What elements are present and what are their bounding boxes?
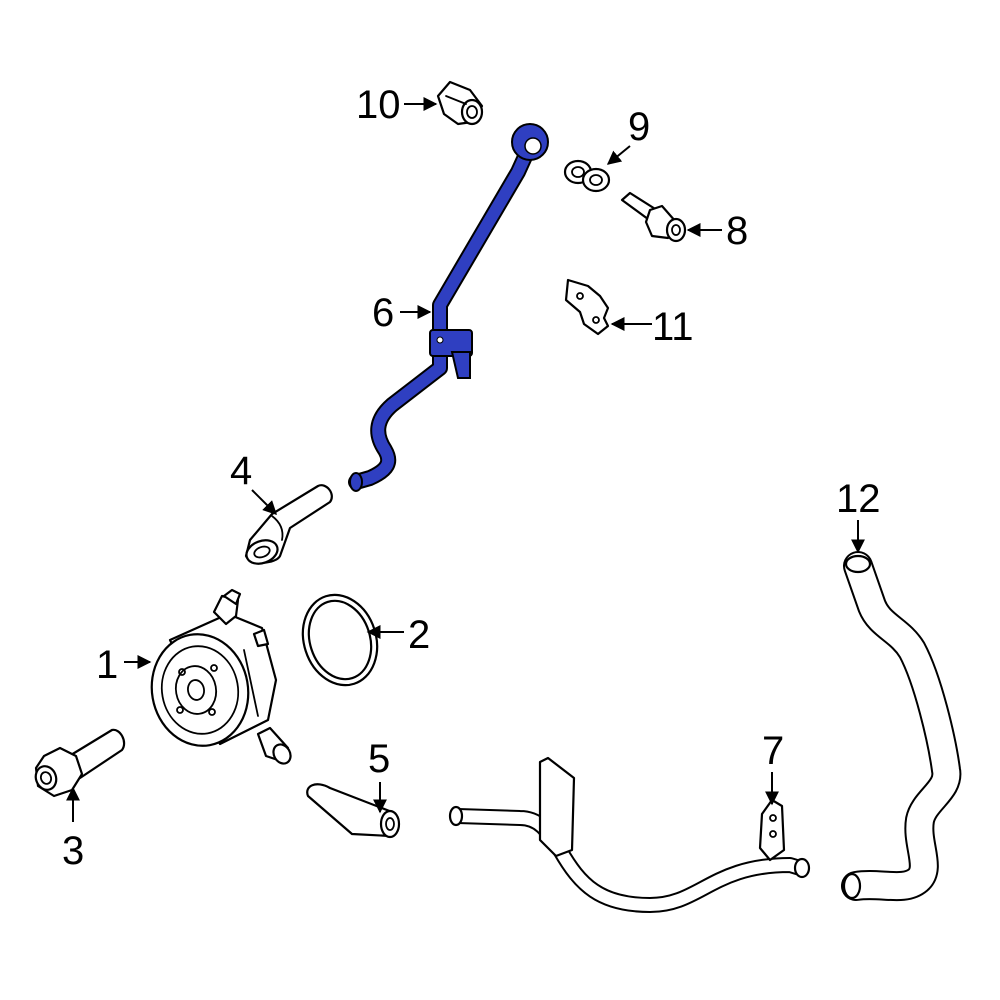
part-6-tube-fill (350, 144, 534, 488)
callout-2: 2 (408, 613, 430, 657)
callout-11: 11 (652, 305, 694, 349)
leader-9 (606, 145, 631, 165)
part-3-fitting[interactable] (32, 728, 126, 798)
part-10-nut[interactable] (436, 80, 484, 126)
part-2-oring[interactable] (292, 585, 389, 695)
callout-9: 9 (628, 105, 650, 149)
callout-labels: 1 2 3 4 5 6 7 8 9 10 11 12 (62, 83, 881, 873)
part-7-pipe[interactable] (448, 756, 811, 913)
callout-6: 6 (372, 291, 394, 335)
part-6-bracket-hole (436, 336, 444, 344)
part-6-bracket-tab (450, 351, 471, 379)
part-6-tube-end (349, 472, 363, 492)
part-8-bolt[interactable] (620, 191, 687, 243)
callout-10: 10 (356, 83, 401, 127)
part-6-banjo-hole (524, 137, 542, 155)
part-9-washers[interactable] (563, 159, 611, 193)
callout-7: 7 (762, 729, 784, 773)
callout-3: 3 (62, 829, 84, 873)
callout-12: 12 (836, 477, 881, 521)
part-11-bracket[interactable] (564, 278, 610, 336)
callout-1: 1 (96, 643, 118, 687)
callout-8: 8 (726, 209, 748, 253)
part-6-tube[interactable] (348, 123, 549, 492)
part-1-oil-cooler[interactable] (143, 588, 294, 767)
callout-5: 5 (368, 737, 390, 781)
part-5-hose[interactable] (306, 783, 401, 839)
leader-lines (66, 97, 865, 822)
callout-4: 4 (230, 449, 252, 493)
part-6-bracket (429, 329, 473, 357)
part-4-hose[interactable] (243, 484, 333, 568)
leader-4 (251, 489, 277, 515)
part-12-hose[interactable] (841, 551, 962, 902)
